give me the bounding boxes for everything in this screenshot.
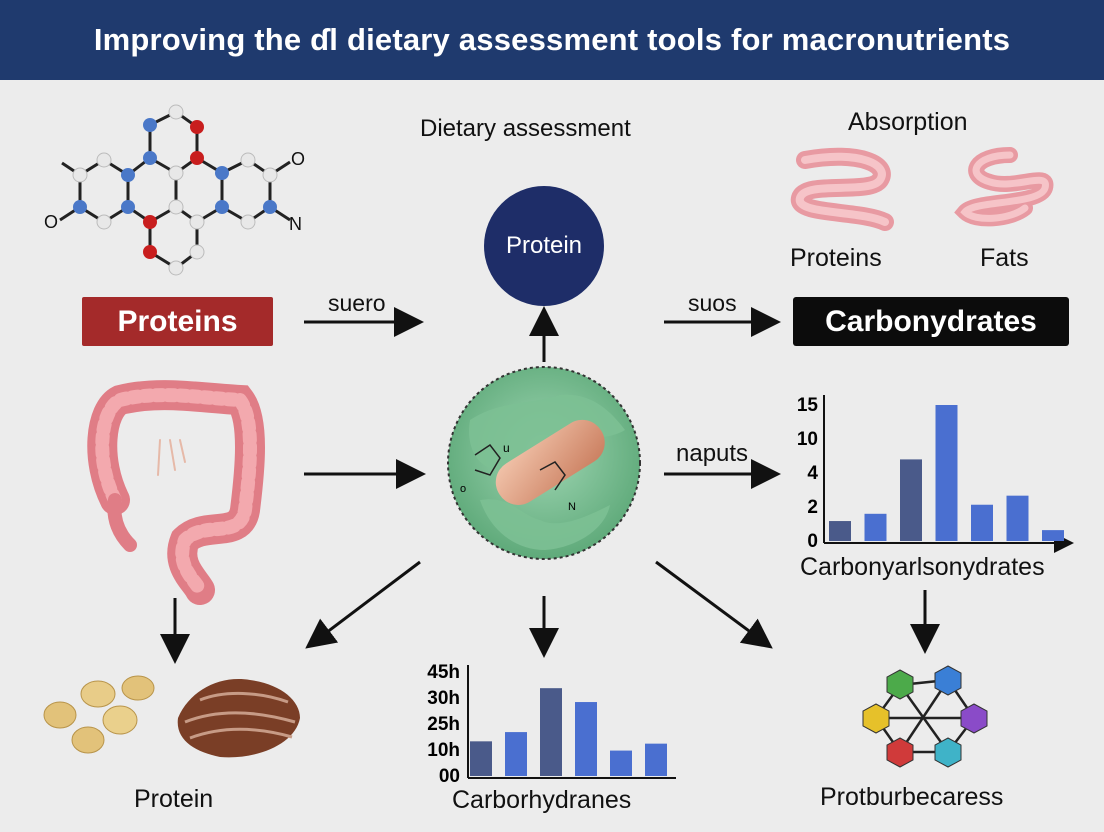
bar-4 [575, 702, 597, 776]
y-tick-label: 45h [427, 662, 460, 683]
y-tick-label: 30h [427, 688, 460, 709]
bar-7 [1042, 530, 1064, 541]
bottom-protein-label: Protein [134, 785, 214, 813]
globe-atom-n: N [568, 501, 576, 513]
arrow-diag-left [305, 560, 421, 649]
proteins-intestine-label: Proteins [790, 244, 882, 272]
bar-2 [505, 732, 527, 776]
dietary-assessment-label: Dietary assessment [420, 115, 631, 142]
header-banner: Improving the ɗl dietary assessment tool… [0, 0, 1104, 80]
bar-5 [971, 504, 993, 541]
large-intestine-icon [87, 380, 265, 605]
y-tick-label: 10h [427, 740, 460, 761]
absorption-label: Absorption [848, 108, 968, 136]
molecule-atom-n-right: N [289, 214, 302, 234]
small-intestine-icon-right [954, 147, 1054, 227]
small-intestine-icon-left [791, 147, 894, 231]
bar-1 [470, 741, 492, 776]
y-tick-label: 0 [807, 531, 818, 552]
y-tick-label: 25h [427, 714, 460, 735]
protein-circle: Protein [484, 186, 604, 306]
bar-3 [540, 688, 562, 776]
carbohydrates-badge: Carbonydrates [793, 297, 1069, 346]
bottom-right-label: Protburbecaress [820, 783, 1004, 811]
food-illustration [43, 675, 300, 758]
fats-label: Fats [980, 244, 1029, 272]
bar-6 [1006, 495, 1029, 541]
bar-5 [610, 750, 632, 776]
globe-atom-u: u [503, 441, 510, 455]
flow-arrows [160, 306, 940, 664]
arrow-label-naputs: naputs [676, 440, 749, 467]
molecule-structure [59, 104, 291, 276]
bar-2 [864, 513, 887, 541]
right-chart-caption: Carbonyаrlsonydrates [800, 553, 1045, 581]
y-tick-label: 00 [439, 766, 460, 787]
globe-atom-o: o [460, 483, 466, 495]
arrow-label-suos: suos [688, 290, 737, 316]
proteins-badge: Proteins [82, 297, 273, 346]
arrow-diag-right [655, 560, 773, 649]
molecule-atom-o-left: O [44, 212, 59, 232]
page-title: Improving the ɗl dietary assessment tool… [93, 22, 1011, 57]
chart-right: 15 10 4 2 0 [797, 395, 1074, 553]
chart-bottom: 45h 30h 25h 10h 00 [427, 662, 676, 787]
y-tick-label: 15 [797, 395, 819, 416]
y-tick-label: 10 [797, 429, 818, 450]
bar-3 [900, 459, 922, 541]
bar-4 [935, 405, 958, 541]
arrow-label-suero: suero [328, 290, 386, 316]
bar-1 [829, 521, 851, 541]
y-tick-label: 4 [807, 463, 818, 484]
bar-6 [645, 743, 667, 776]
globe-icon: u o N [447, 366, 641, 560]
bottom-carbohydrates-label: Carborhydranes [452, 786, 632, 814]
y-tick-label: 2 [807, 497, 818, 518]
molecule-atom-o-right: O [291, 149, 306, 169]
molecular-network-icon [862, 665, 988, 768]
